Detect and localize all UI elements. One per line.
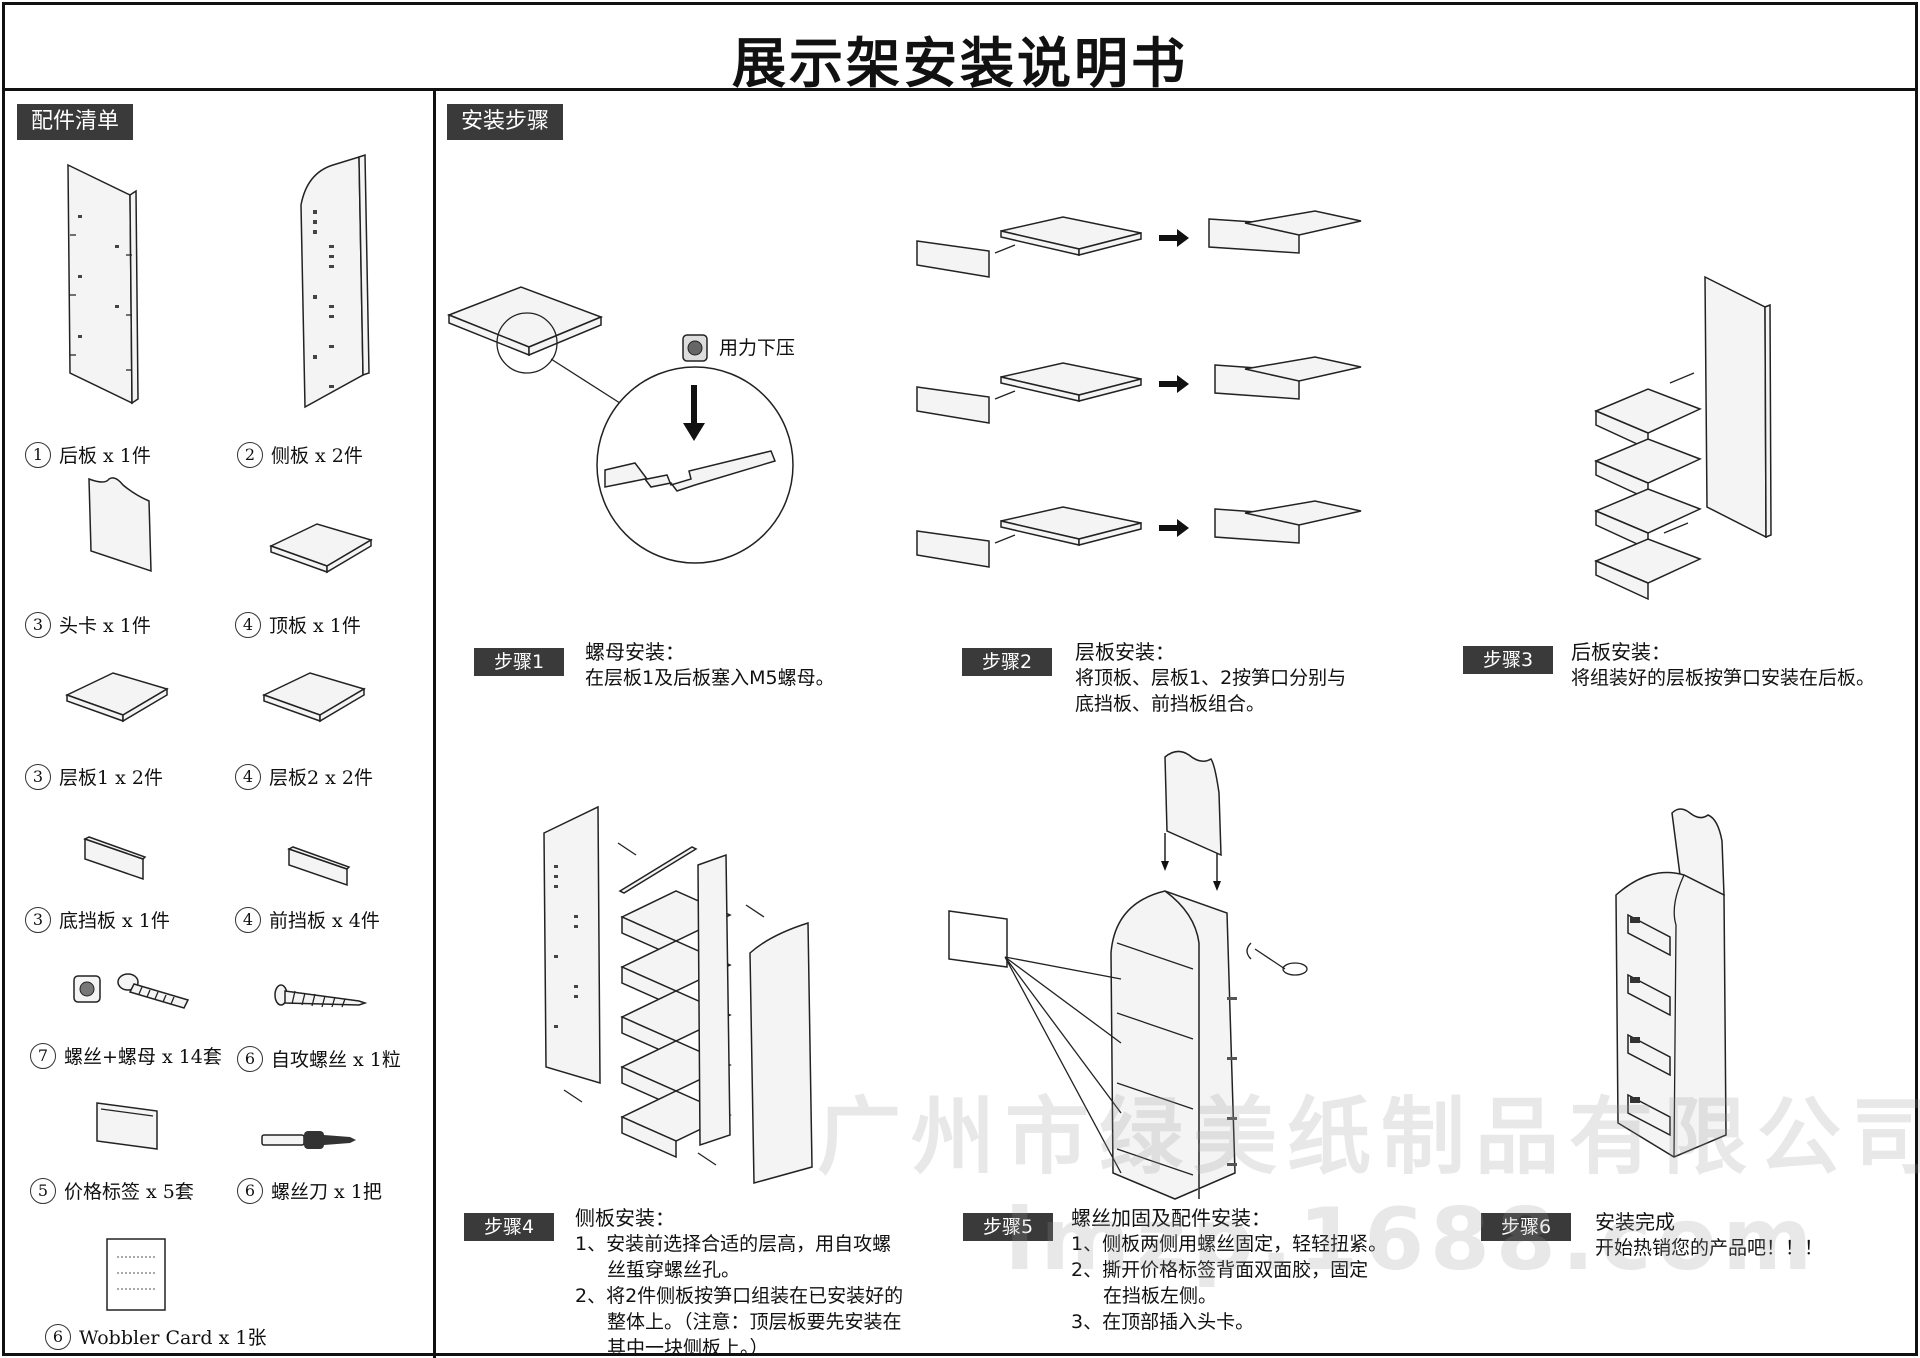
- step-3-tag: 步骤3: [1463, 646, 1553, 674]
- shelf-1-illustration: [63, 669, 173, 729]
- header-card-illustration: [85, 475, 155, 575]
- step-4-illustration: [540, 805, 840, 1200]
- top-board-illustration: [267, 520, 377, 580]
- step-4-description: 侧板安装： 1、安装前选择合适的层高，用自攻螺 丝蜇穿螺丝孔。 2、将2件侧板按…: [575, 1206, 904, 1358]
- wobbler-card-illustration: [105, 1237, 167, 1312]
- shelf-2-illustration: [260, 669, 370, 729]
- bottom-baffle-illustration: [83, 833, 148, 883]
- back-panel-illustration: [60, 155, 145, 405]
- press-down-label: 用力下压: [719, 337, 796, 359]
- title-bar: 展示架安装说明书: [5, 5, 1915, 95]
- step-4-tag: 步骤4: [464, 1213, 554, 1241]
- step-5-description: 螺丝加固及配件安装： 1、侧板两侧用螺丝固定，轻轻扭紧。 2、撕开价格标签背面双…: [1071, 1206, 1388, 1333]
- step-1-description: 螺母安装： 在层板1及后板塞入M5螺母。: [585, 640, 835, 689]
- side-panel-illustration: [293, 153, 373, 410]
- self-tapping-screw-illustration: [273, 983, 368, 1018]
- step-5-tag: 步骤5: [963, 1213, 1053, 1241]
- nut-icon: [681, 333, 711, 365]
- step-2-illustration: [915, 205, 1375, 605]
- column-divider: [433, 91, 436, 1358]
- step-6-tag: 步骤6: [1481, 1213, 1571, 1241]
- step-3-description: 后板安装： 将组装好的层板按笋口安装在后板。: [1571, 640, 1876, 689]
- step-2-description: 层板安装： 将顶板、层板1、2按笋口分别与 底挡板、前挡板组合。: [1075, 640, 1347, 715]
- step-1-tag: 步骤1: [474, 648, 564, 676]
- step-6-description: 安装完成 开始热销您的产品吧！！！: [1595, 1210, 1824, 1259]
- screwdriver-illustration: [260, 1125, 360, 1155]
- step-3-illustration: [1590, 275, 1775, 605]
- front-baffle-illustration: [287, 845, 352, 890]
- assembly-steps-heading: 安装步骤: [447, 104, 564, 140]
- step-6-illustration: [1610, 805, 1745, 1160]
- step-1-illustration: [445, 285, 825, 585]
- screw-nut-illustration: [70, 970, 200, 1015]
- step-5-illustration: [945, 743, 1335, 1203]
- step-2-tag: 步骤2: [962, 648, 1052, 676]
- price-label-illustration: [95, 1101, 160, 1151]
- parts-list-heading: 配件清单: [17, 104, 134, 140]
- page-title: 展示架安装说明书: [732, 32, 1188, 95]
